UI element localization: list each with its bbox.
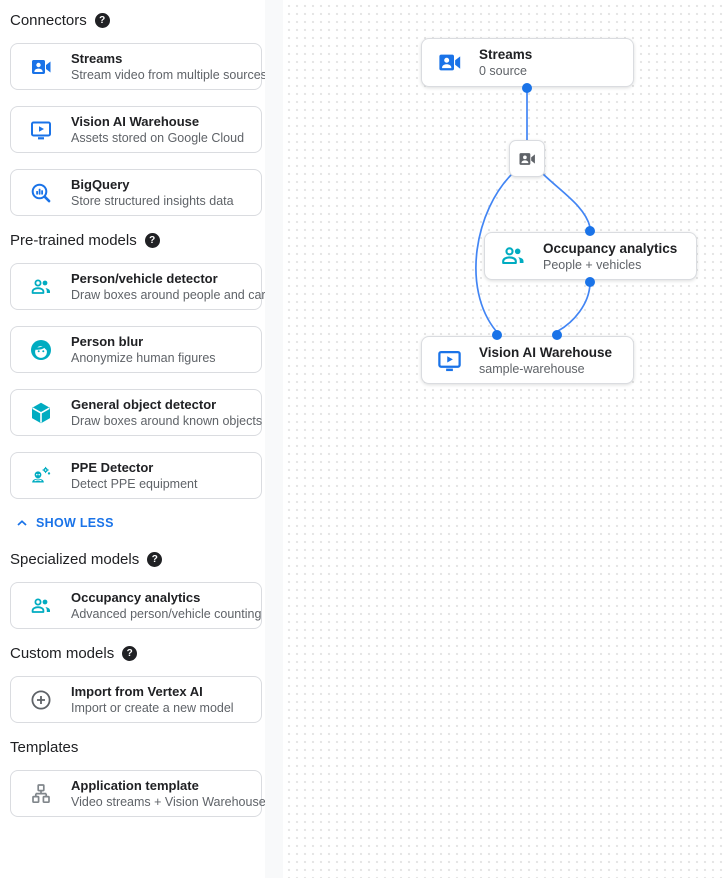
card-text: Person blur Anonymize human figures [71, 334, 216, 366]
section-header-custom-models: Custom models ? [10, 645, 283, 662]
card-subtitle: Anonymize human figures [71, 350, 216, 365]
card-subtitle: Store structured insights data [71, 193, 234, 208]
show-less-toggle[interactable]: SHOW LESS [14, 515, 283, 531]
card-text: PPE Detector Detect PPE equipment [71, 460, 197, 492]
card-title: Streams [71, 50, 123, 66]
smart-display-icon [436, 347, 463, 374]
card-subtitle: Import or create a new model [71, 700, 234, 715]
card-title: BigQuery [71, 176, 130, 192]
node-text: Occupancy analytics People + vehicles [543, 240, 677, 273]
cube-icon [29, 401, 53, 425]
card-subtitle: Advanced person/vehicle counting [71, 606, 262, 621]
component-palette-sidebar: Connectors ? Streams Stream video from m… [0, 0, 283, 878]
group-icon [29, 275, 53, 299]
node-text: Streams 0 source [479, 46, 532, 79]
card-title: General object detector [71, 396, 217, 412]
card-subtitle: Draw boxes around people and cars [71, 287, 272, 302]
chevron-up-icon [14, 515, 30, 531]
section-title: Pre-trained models [10, 232, 137, 249]
card-text: General object detector Draw boxes aroun… [71, 396, 263, 429]
node-subtitle: People + vehicles [543, 257, 642, 272]
card-person-blur[interactable]: Person blur Anonymize human figures [10, 326, 262, 373]
node-subtitle: sample-warehouse [479, 361, 585, 376]
card-title: Import from Vertex AI [71, 683, 203, 699]
node-occupancy-analytics[interactable]: Occupancy analytics People + vehicles [484, 232, 697, 280]
engineering-icon [29, 464, 53, 488]
card-text: Streams Stream video from multiple sourc… [71, 50, 267, 83]
card-text: Import from Vertex AI Import or create a… [71, 684, 234, 716]
graph-canvas[interactable]: Streams 0 source Occupancy analytics Peo… [283, 0, 725, 878]
card-title: Occupancy analytics [71, 589, 201, 605]
card-text: Person/vehicle detector Draw boxes aroun… [71, 270, 272, 303]
help-icon[interactable]: ? [94, 13, 110, 28]
add-circle-icon [29, 688, 53, 712]
video-camera-icon [29, 55, 53, 79]
card-subtitle: Detect PPE equipment [71, 476, 198, 491]
card-bigquery[interactable]: BigQuery Store structured insights data [10, 169, 262, 216]
node-title: Streams [479, 47, 533, 62]
section-title: Connectors [10, 12, 87, 29]
card-text: Occupancy analytics Advanced person/vehi… [71, 589, 262, 622]
node-vision-ai-warehouse[interactable]: Vision AI Warehouse sample-warehouse [421, 336, 634, 384]
edge-occupancy-to-warehouse [557, 283, 591, 332]
group-icon [499, 242, 527, 270]
graph-edges [475, 88, 591, 332]
video-camera-icon [517, 149, 537, 169]
help-icon[interactable]: ? [122, 646, 138, 661]
section-title: Custom models [10, 645, 115, 662]
card-title: Application template [71, 777, 199, 793]
section-header-pretrained-models: Pre-trained models ? [10, 232, 283, 249]
section-header-specialized-models: Specialized models ? [10, 551, 283, 568]
smart-display-icon [29, 118, 53, 142]
card-general-object-detector[interactable]: General object detector Draw boxes aroun… [10, 389, 262, 436]
face-icon [29, 338, 53, 362]
show-less-label: SHOW LESS [36, 516, 114, 530]
card-text: BigQuery Store structured insights data [71, 177, 234, 209]
card-subtitle: Stream video from multiple sources [71, 67, 267, 82]
section-header-templates: Templates [10, 739, 283, 756]
card-person-vehicle-detector[interactable]: Person/vehicle detector Draw boxes aroun… [10, 263, 272, 310]
card-import-from-vertex-ai[interactable]: Import from Vertex AI Import or create a… [10, 676, 262, 723]
card-title: Person/vehicle detector [71, 270, 218, 286]
node-streams[interactable]: Streams 0 source [421, 38, 634, 87]
card-text: Vision AI Warehouse Assets stored on Goo… [71, 114, 244, 146]
node-stream-source-mini[interactable] [509, 140, 545, 177]
section-title: Templates [10, 739, 79, 756]
schema-icon [29, 782, 53, 806]
card-ppe-detector[interactable]: PPE Detector Detect PPE equipment [10, 452, 262, 499]
bigquery-icon [29, 181, 53, 205]
node-text: Vision AI Warehouse sample-warehouse [479, 344, 612, 377]
card-title: Vision AI Warehouse [71, 113, 200, 129]
group-icon [29, 594, 53, 618]
section-title: Specialized models [10, 551, 140, 568]
card-vision-ai-warehouse[interactable]: Vision AI Warehouse Assets stored on Goo… [10, 106, 262, 153]
card-title: PPE Detector [71, 459, 154, 475]
card-subtitle: Assets stored on Google Cloud [71, 130, 245, 145]
card-text: Application template Video streams + Vis… [71, 777, 266, 810]
node-title: Occupancy analytics [543, 240, 678, 256]
card-subtitle: Video streams + Vision Warehouse [71, 794, 266, 809]
card-subtitle: Draw boxes around known objects [71, 413, 263, 428]
sidebar-gutter [265, 0, 283, 878]
node-subtitle: 0 source [479, 64, 527, 78]
edge-mini-to-occupancy [540, 171, 591, 228]
section-header-connectors: Connectors ? [10, 12, 283, 29]
card-application-template[interactable]: Application template Video streams + Vis… [10, 770, 266, 817]
node-title: Vision AI Warehouse [479, 344, 613, 360]
card-streams[interactable]: Streams Stream video from multiple sourc… [10, 43, 267, 90]
help-icon[interactable]: ? [147, 552, 163, 567]
help-icon[interactable]: ? [144, 233, 160, 248]
video-camera-icon [436, 49, 463, 76]
card-occupancy-analytics[interactable]: Occupancy analytics Advanced person/vehi… [10, 582, 262, 629]
card-title: Person blur [71, 333, 144, 349]
